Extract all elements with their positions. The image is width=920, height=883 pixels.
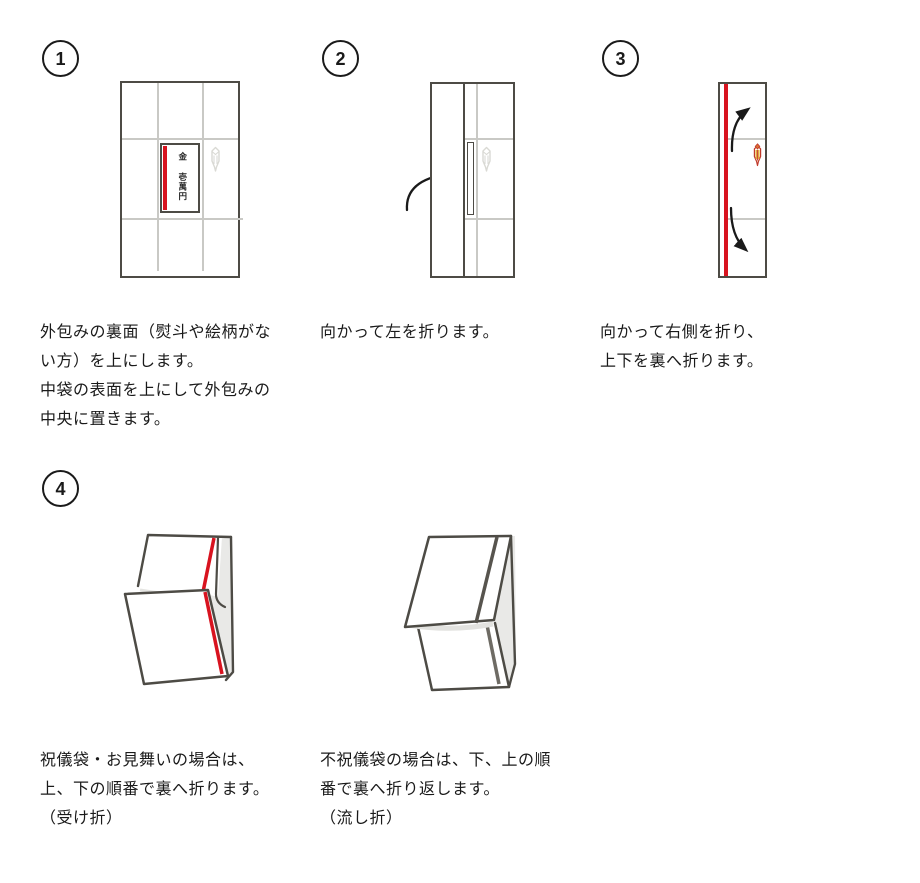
step-3-number: 3 xyxy=(615,48,626,69)
step-3-paper-illustration xyxy=(718,82,767,278)
fold-line-horizontal-top xyxy=(465,138,513,140)
step-2-number: 2 xyxy=(335,48,346,69)
step-2-badge: 2 xyxy=(322,40,359,77)
inner-envelope-edge xyxy=(467,142,474,215)
step-1-paper-illustration: 金 壱萬円 xyxy=(120,81,243,278)
step-4-number: 4 xyxy=(55,478,66,499)
step-2-paper-illustration xyxy=(430,82,515,278)
fold-line-vertical-left xyxy=(157,83,159,271)
step-1-number: 1 xyxy=(55,48,66,69)
step-3-caption: 向かって右側を折り、 上下を裏へ折ります。 xyxy=(600,324,764,370)
gray-stripe-bottom xyxy=(485,624,501,685)
wrap-hook-edge xyxy=(214,536,227,609)
red-stripe-bottom xyxy=(203,591,224,675)
fold-up-down-arrows-icon xyxy=(729,107,751,253)
inner-envelope-label: 金 壱萬円 xyxy=(176,152,187,201)
step-4-caption-left: 祝儀袋・お見舞いの場合は、 上、下の順番で裏へ折ります。 （受け折） xyxy=(40,752,270,827)
noshi-color-icon xyxy=(753,143,762,167)
back-edge xyxy=(224,535,235,682)
step-4-caption-right: 不祝儀袋の場合は、下、上の順 番で裏へ折り返します。 （流し折） xyxy=(320,752,552,827)
fold-line-horizontal-top xyxy=(728,138,765,140)
fold-line-horizontal-bottom xyxy=(728,218,765,220)
top-flap xyxy=(138,535,222,597)
inner-envelope-red-edge xyxy=(163,146,167,210)
envelope-nagashiori-illustration xyxy=(403,534,517,692)
fold-line-vertical-right xyxy=(202,83,204,271)
top-flap xyxy=(403,534,513,629)
noshi-icon xyxy=(211,146,220,172)
red-stripe-top xyxy=(201,537,216,593)
fold-line-horizontal-bottom xyxy=(122,218,243,220)
step-1-badge: 1 xyxy=(42,40,79,77)
fold-line-horizontal-bottom xyxy=(465,218,513,220)
step-2-caption: 向かって左を折ります。 xyxy=(320,324,500,341)
back-edge xyxy=(507,534,517,689)
red-stripe xyxy=(724,84,728,276)
fold-up-arrow xyxy=(730,107,751,153)
folded-edge-line xyxy=(463,84,465,276)
bottom-flap xyxy=(123,588,230,686)
bottom-flap xyxy=(418,619,509,690)
fold-line-horizontal-top xyxy=(122,138,238,140)
noshi-icon xyxy=(482,146,491,172)
gray-stripe-top xyxy=(474,536,499,624)
fold-line-vertical xyxy=(476,84,478,276)
fold-down-arrow xyxy=(729,206,749,253)
step-3-badge: 3 xyxy=(602,40,639,77)
envelope-ukeori-illustration xyxy=(123,533,235,686)
step-4-badge: 4 xyxy=(42,470,79,507)
inner-envelope: 金 壱萬円 xyxy=(160,143,200,213)
step-1-caption: 外包みの裏面（熨斗や絵柄がな い方）を上にします。 中袋の表面を上にして外包みの… xyxy=(40,324,272,428)
